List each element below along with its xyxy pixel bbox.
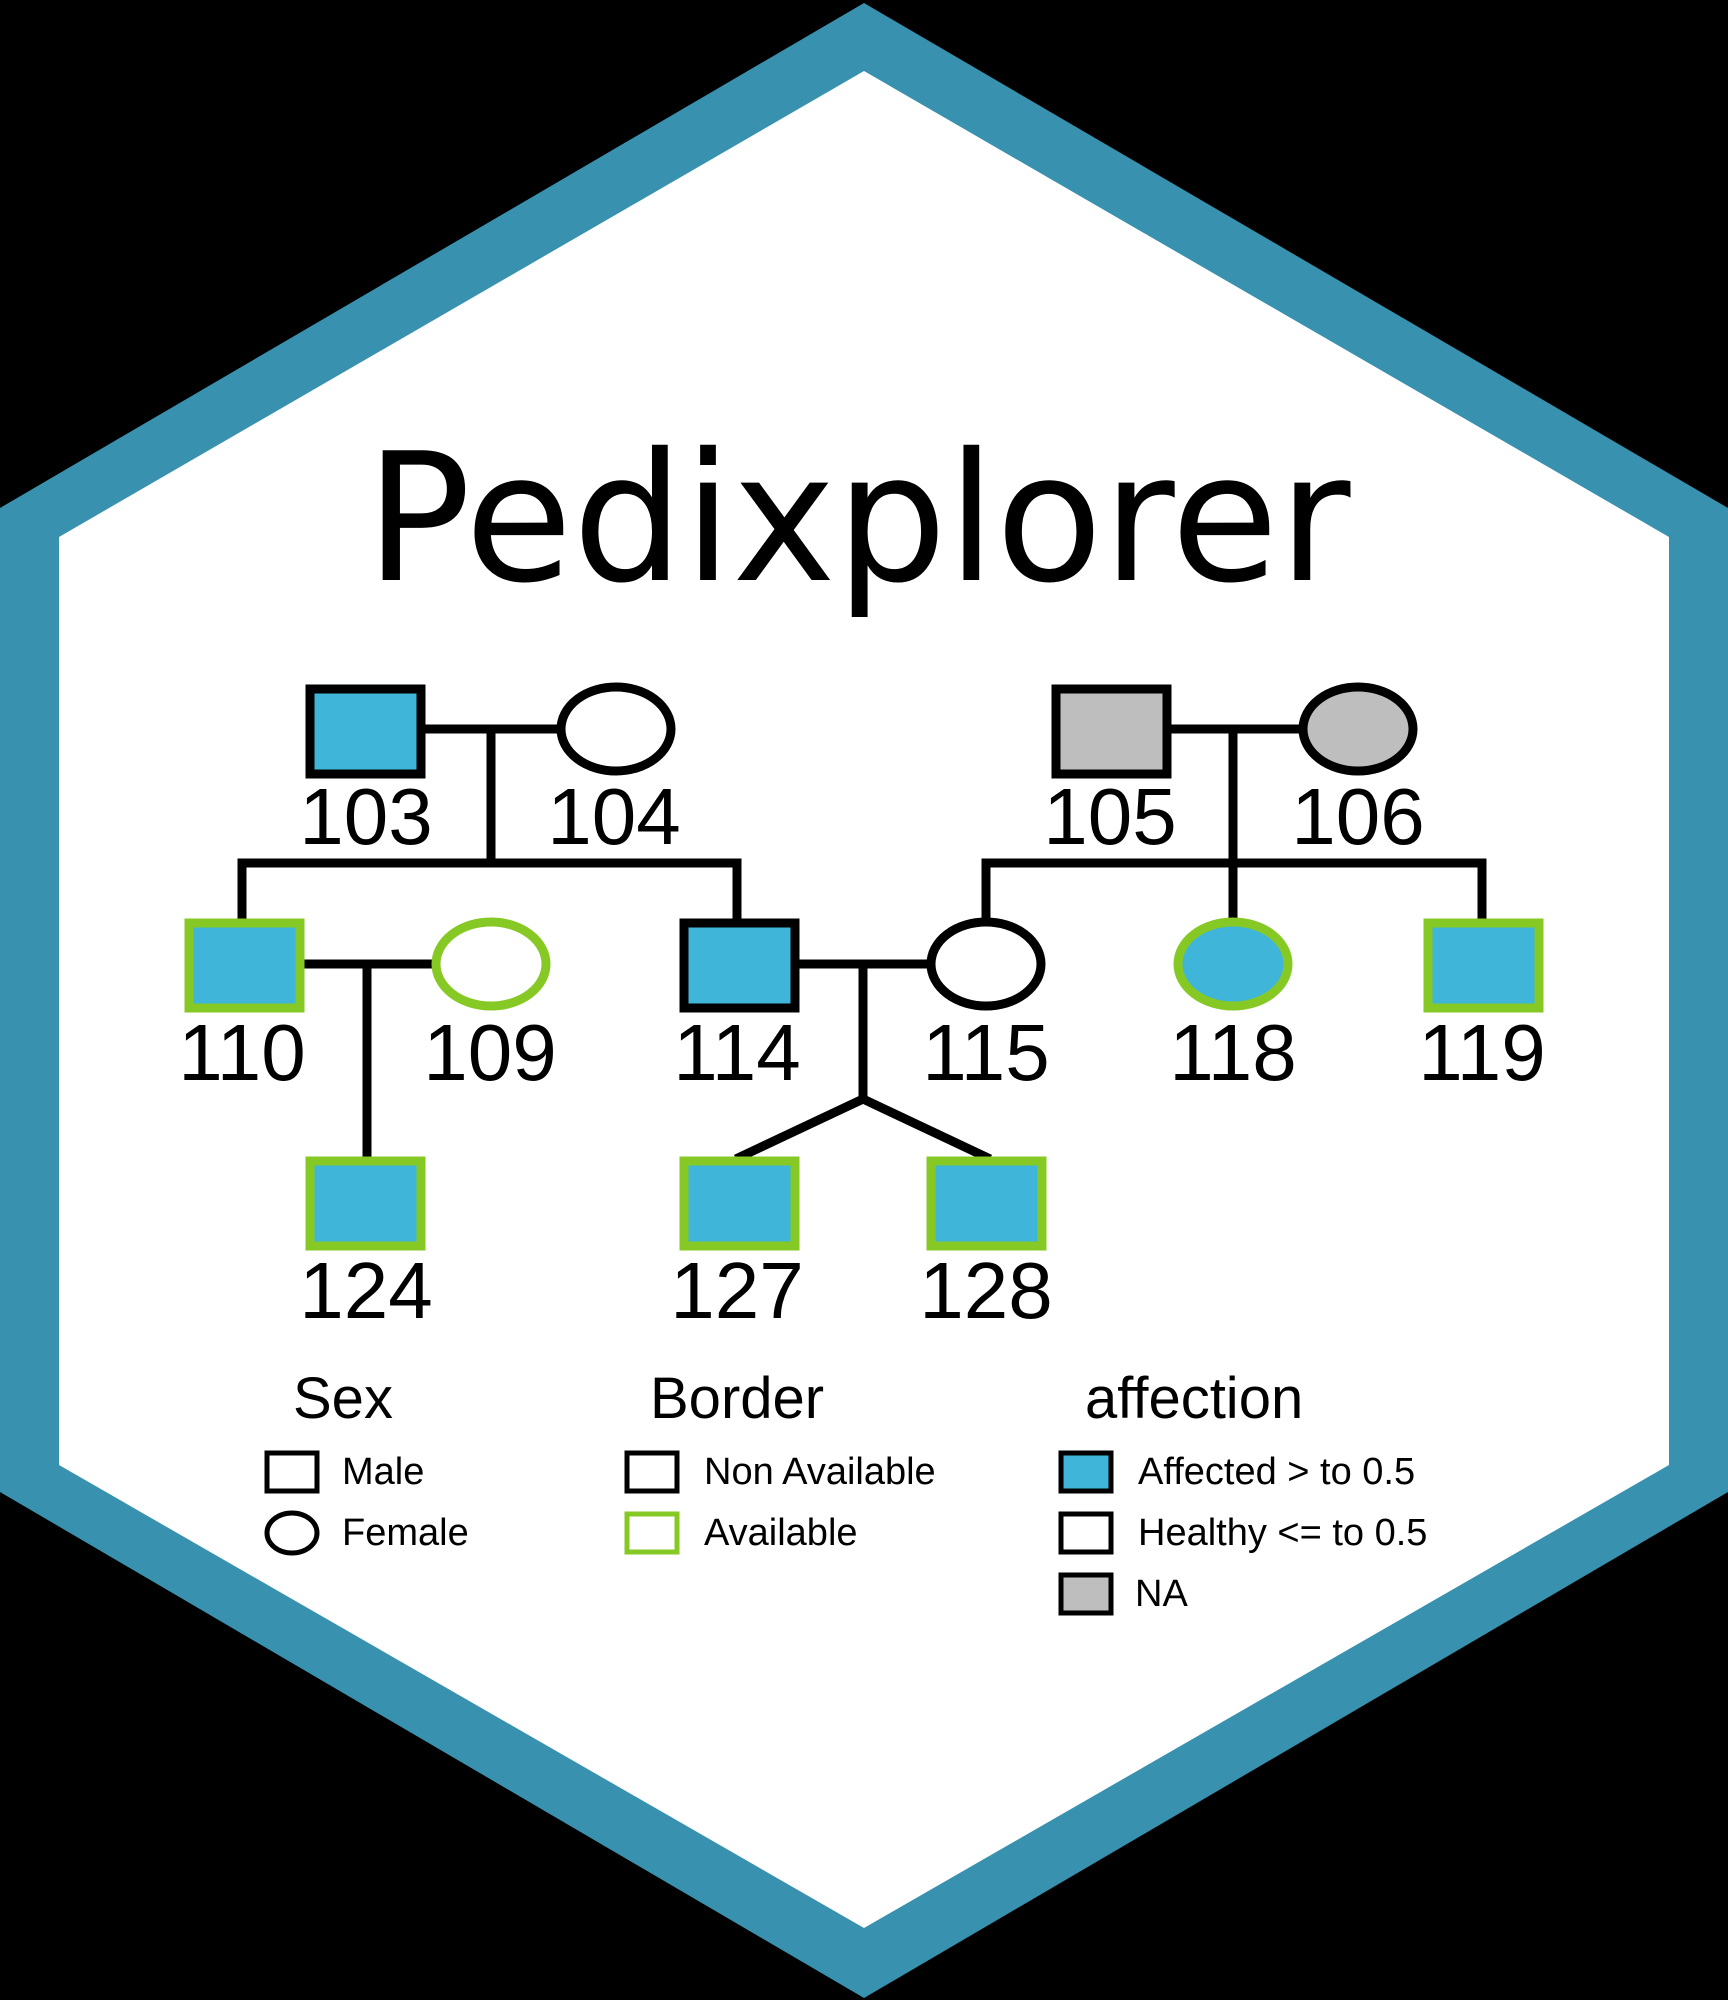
legend-available-label: Available xyxy=(704,1512,858,1554)
legend-na-label: NA xyxy=(1135,1573,1188,1615)
legend-available-icon xyxy=(624,1511,680,1555)
pedigree-lines xyxy=(237,724,1487,1163)
individual-124 xyxy=(305,1156,426,1251)
label-128: 128 xyxy=(919,1246,1052,1335)
individual-106 xyxy=(1298,682,1418,776)
label-124: 124 xyxy=(299,1246,432,1335)
label-103: 103 xyxy=(299,772,432,861)
pedigree-individuals xyxy=(184,682,1544,1251)
individual-103 xyxy=(305,684,426,779)
pedigree-labels: 103 104 105 106 110 109 114 115 118 119 … xyxy=(178,772,1546,1335)
legend-na-icon xyxy=(1058,1572,1114,1616)
legend-female-icon xyxy=(264,1510,320,1556)
label-118: 118 xyxy=(1169,1008,1297,1097)
label-106: 106 xyxy=(1291,772,1424,861)
label-119: 119 xyxy=(1418,1008,1546,1097)
individual-115 xyxy=(926,917,1046,1011)
legend-female-label: Female xyxy=(342,1512,469,1554)
label-110: 110 xyxy=(178,1008,306,1097)
individual-118 xyxy=(1173,917,1293,1011)
individual-128 xyxy=(926,1156,1047,1251)
legend-border-heading: Border xyxy=(650,1366,824,1431)
legend-non-available-label: Non Available xyxy=(704,1451,936,1493)
individual-110 xyxy=(184,918,305,1013)
legend-affected-icon xyxy=(1058,1450,1114,1494)
legend-non-available-icon xyxy=(624,1450,680,1494)
legend-male-icon xyxy=(264,1450,320,1494)
legend-healthy-label: Healthy <= to 0.5 xyxy=(1138,1512,1427,1554)
individual-127 xyxy=(679,1156,800,1251)
legend-sex-heading: Sex xyxy=(293,1366,393,1431)
legend-affection-heading: affection xyxy=(1085,1366,1303,1431)
individual-114 xyxy=(679,918,800,1013)
legend-affected-label: Affected > to 0.5 xyxy=(1138,1451,1415,1493)
label-104: 104 xyxy=(547,772,680,861)
legend-male-label: Male xyxy=(342,1451,424,1493)
label-127: 127 xyxy=(670,1246,803,1335)
label-105: 105 xyxy=(1043,772,1176,861)
label-109: 109 xyxy=(423,1008,556,1097)
label-114: 114 xyxy=(673,1008,801,1097)
legend: Sex Male Female Border Non Available Ava… xyxy=(264,1366,1427,1616)
label-115: 115 xyxy=(922,1008,1050,1097)
individual-109 xyxy=(431,917,551,1011)
logo-title: Pedixplorer xyxy=(366,415,1352,622)
individual-119 xyxy=(1423,918,1544,1013)
legend-healthy-icon xyxy=(1058,1511,1114,1555)
individual-104 xyxy=(556,682,676,776)
individual-105 xyxy=(1051,684,1172,779)
